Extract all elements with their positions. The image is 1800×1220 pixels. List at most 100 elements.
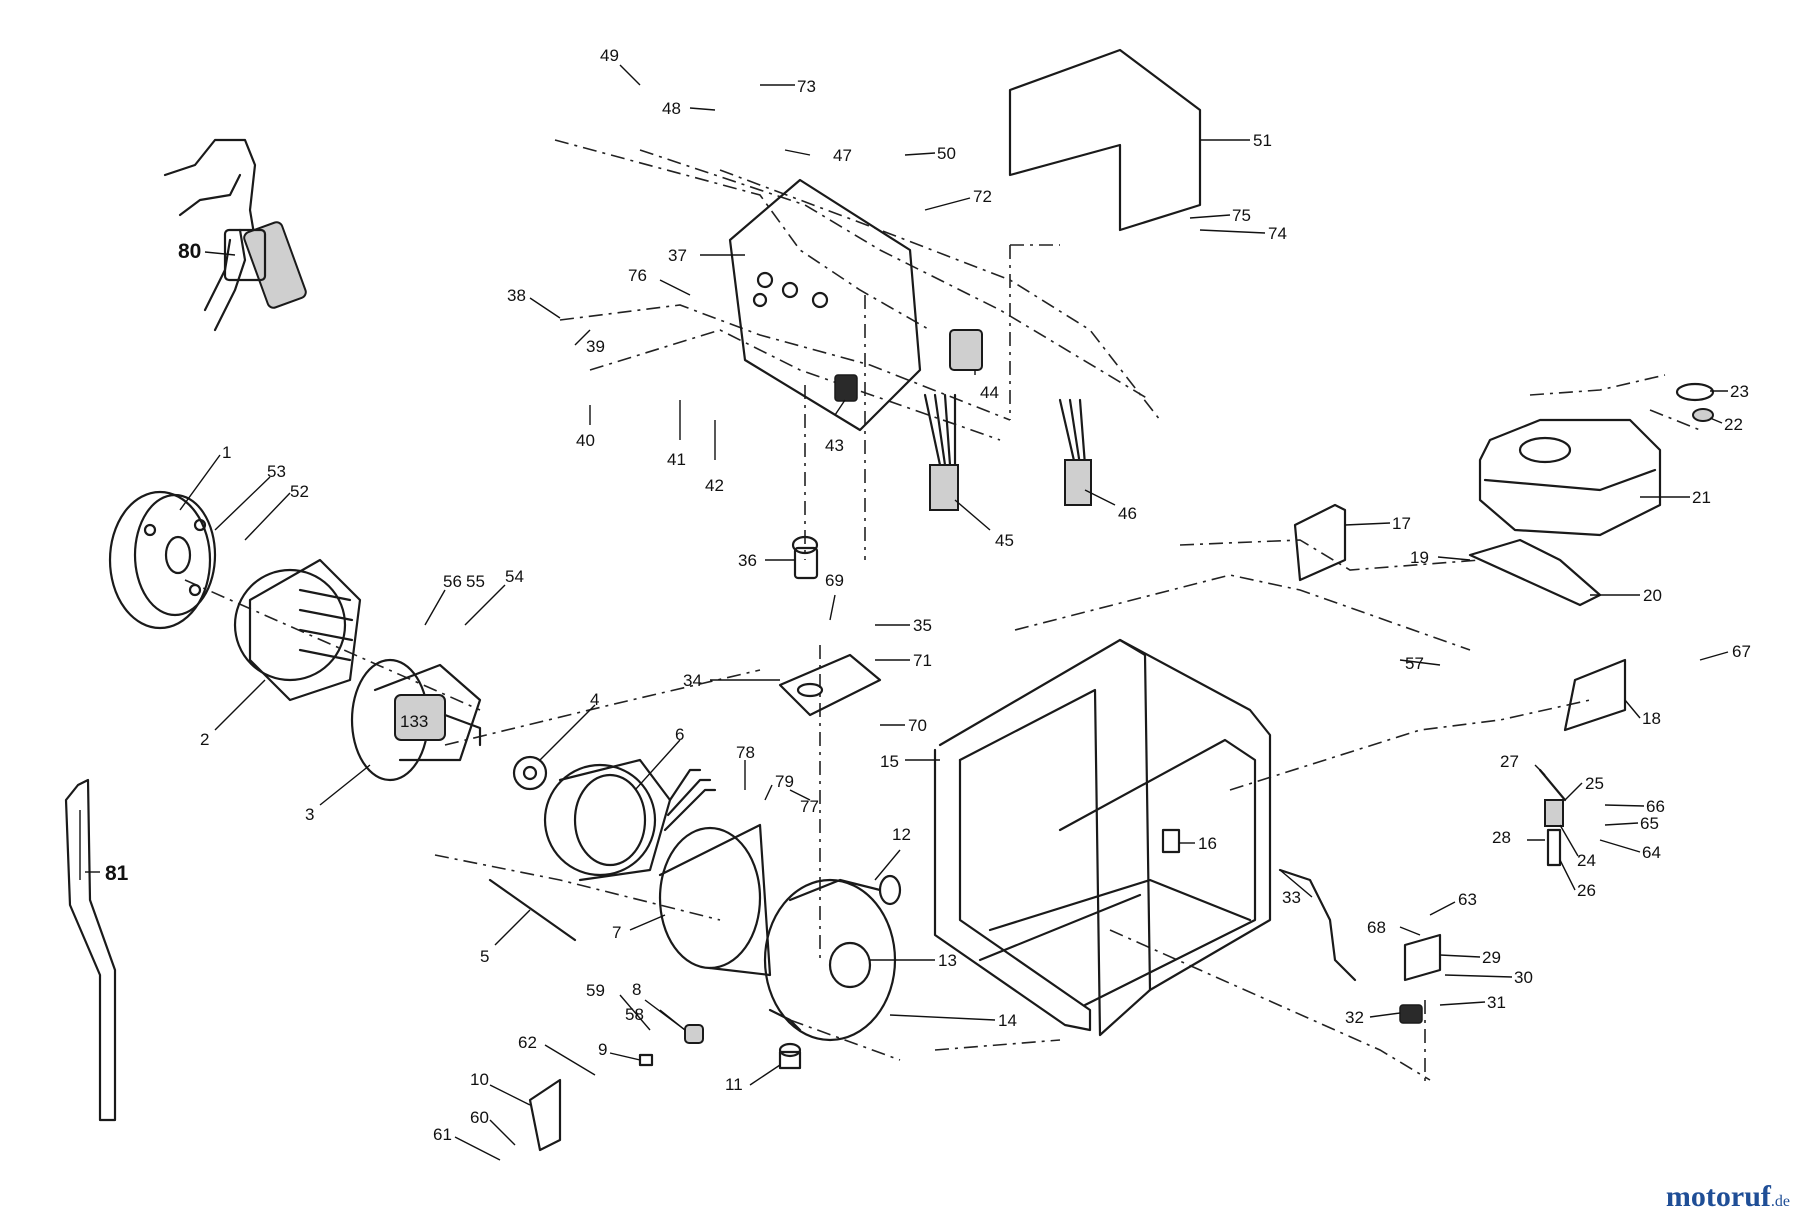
callout-label: 62 bbox=[518, 1033, 537, 1052]
watermark-text: motoruf bbox=[1665, 1180, 1771, 1213]
callout-label: 12 bbox=[892, 825, 911, 844]
callout-label: 69 bbox=[825, 571, 844, 590]
callout-label: 75 bbox=[1232, 206, 1251, 225]
callout-label: 28 bbox=[1492, 828, 1511, 847]
callout-label: 30 bbox=[1514, 968, 1533, 987]
callout-label: 15 bbox=[880, 752, 899, 771]
callout-label: 8 bbox=[632, 980, 641, 999]
callout-label: 22 bbox=[1724, 415, 1743, 434]
callout-label: 65 bbox=[1640, 814, 1659, 833]
callout-label: 54 bbox=[505, 567, 524, 586]
callout-label: 59 bbox=[586, 981, 605, 1000]
wire-bundle-part bbox=[923, 393, 959, 511]
connector-part bbox=[638, 1053, 654, 1067]
callout-label: 71 bbox=[913, 651, 932, 670]
callout-label: 18 bbox=[1642, 709, 1661, 728]
callout-label: 9 bbox=[598, 1040, 607, 1059]
callout-label: 26 bbox=[1577, 881, 1596, 900]
tank-bracket-part bbox=[1293, 503, 1347, 582]
callout-label: 66 bbox=[1646, 797, 1665, 816]
callout-label: 78 bbox=[736, 743, 755, 762]
callout-label: 41 bbox=[667, 450, 686, 469]
callout-label: 45 bbox=[995, 531, 1014, 550]
fuel-cap-part bbox=[1675, 382, 1715, 422]
grommet-part bbox=[791, 535, 819, 580]
fuel-strainer-part bbox=[1546, 828, 1562, 867]
callout-label: 47 bbox=[833, 146, 852, 165]
mounting-plate-part bbox=[778, 653, 882, 717]
rotor-part: 133 bbox=[350, 658, 482, 782]
callout-label: 56 bbox=[443, 572, 462, 591]
callout-label: 34 bbox=[683, 671, 702, 690]
callout-label: 29 bbox=[1482, 948, 1501, 967]
callout-label: 44 bbox=[980, 383, 999, 402]
callout-label: 81 bbox=[105, 862, 129, 885]
callout-label: 31 bbox=[1487, 993, 1506, 1012]
socket-part bbox=[949, 329, 983, 371]
callout-label: 51 bbox=[1253, 131, 1272, 150]
callout-label: 24 bbox=[1577, 851, 1596, 870]
stator-part bbox=[543, 758, 717, 882]
callout-label: 53 bbox=[267, 462, 286, 481]
callout-label: 7 bbox=[612, 923, 621, 942]
callout-label: 38 bbox=[507, 286, 526, 305]
tank-strap-part bbox=[1468, 538, 1602, 607]
callout-label: 64 bbox=[1642, 843, 1661, 862]
callout-label: 60 bbox=[470, 1108, 489, 1127]
callout-label: 80 bbox=[178, 240, 201, 263]
brush-holder-part bbox=[684, 1024, 704, 1044]
callout-label: 67 bbox=[1732, 642, 1751, 661]
callout-label: 2 bbox=[200, 730, 209, 749]
callout-label: 3 bbox=[305, 805, 314, 824]
callout-label: 16 bbox=[1198, 834, 1217, 853]
control-box-cover-part bbox=[1008, 48, 1202, 232]
svg-text:133: 133 bbox=[400, 712, 428, 731]
callout-label: 11 bbox=[725, 1075, 743, 1094]
bearing-part bbox=[512, 755, 548, 791]
watermark-suffix: .de bbox=[1770, 1193, 1790, 1210]
callout-label: 19 bbox=[1410, 548, 1429, 567]
lifting-bracket-part bbox=[64, 778, 117, 1122]
callout-label: 72 bbox=[973, 187, 992, 206]
callout-label: 32 bbox=[1345, 1008, 1364, 1027]
callout-label: 70 bbox=[908, 716, 927, 735]
callout-label: 13 bbox=[938, 951, 957, 970]
fuel-tank-part bbox=[1478, 418, 1662, 537]
frame-mount-part bbox=[1161, 828, 1181, 854]
callout-label: 35 bbox=[913, 616, 932, 635]
ground-wire-part bbox=[1278, 868, 1357, 982]
callout-label: 6 bbox=[675, 725, 684, 744]
callout-label: 4 bbox=[590, 690, 599, 709]
callout-label: 57 bbox=[1405, 654, 1424, 673]
callout-label: 77 bbox=[800, 797, 819, 816]
stator-cover-ring-part bbox=[658, 823, 772, 977]
tank-support-part bbox=[1563, 658, 1627, 732]
callout-label: 76 bbox=[628, 266, 647, 285]
callout-label: 79 bbox=[775, 772, 794, 791]
callout-label: 21 bbox=[1692, 488, 1711, 507]
callout-label: 27 bbox=[1500, 752, 1519, 771]
callout-label: 20 bbox=[1643, 586, 1662, 605]
callout-label: 17 bbox=[1392, 514, 1411, 533]
callout-label: 40 bbox=[576, 431, 595, 450]
fan-housing-part bbox=[233, 558, 362, 702]
callout-label: 68 bbox=[1367, 918, 1386, 937]
fuel-valve-part bbox=[1544, 799, 1564, 827]
callout-label: 23 bbox=[1730, 382, 1749, 401]
flange-plate-part bbox=[108, 490, 217, 630]
callout-label: 42 bbox=[705, 476, 724, 495]
end-housing-part bbox=[763, 874, 902, 1042]
wiring-harness-part bbox=[163, 138, 307, 332]
callout-label: 48 bbox=[662, 99, 681, 118]
callout-label: 36 bbox=[738, 551, 757, 570]
control-panel-part bbox=[728, 178, 922, 432]
callout-label: 25 bbox=[1585, 774, 1604, 793]
battery-part bbox=[1399, 1004, 1423, 1024]
rubber-mount-part bbox=[778, 1042, 802, 1070]
callout-label: 52 bbox=[290, 482, 309, 501]
callout-label: 1 bbox=[222, 443, 231, 462]
callout-label: 61 bbox=[433, 1125, 452, 1144]
tube-frame-part bbox=[933, 638, 1272, 1037]
callout-label: 39 bbox=[586, 337, 605, 356]
callout-label: 58 bbox=[625, 1005, 644, 1024]
